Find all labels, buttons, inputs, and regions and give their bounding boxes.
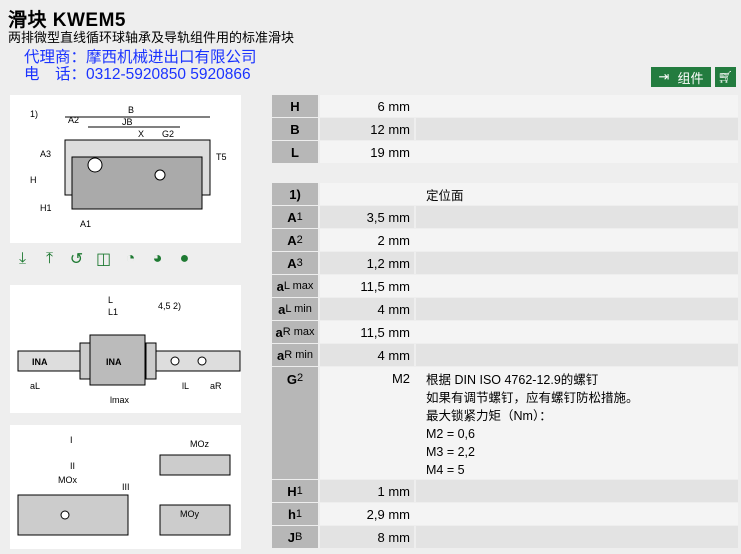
svg-text:INA: INA [106,357,122,367]
property-icons: ⤓ ⤒ ↺ ◫ ◔ ◕ ● [12,247,195,271]
dim-aR: aR [210,381,222,391]
svg-text:MOz: MOz [190,439,209,449]
agent-line: 代理商：摩西机械进出口有限公司 [24,49,257,66]
cart-icon: 🛒︎ [717,70,734,84]
dim-H: H [30,175,37,185]
load-direction-drawing: I II III MOx MOz MOy [10,425,241,549]
dim-A3: A3 [40,149,51,159]
dim-JB: JB [122,117,133,127]
svg-text:MOy: MOy [180,509,199,519]
svg-text:II: II [70,461,75,471]
dim-B: B [128,105,134,115]
dim-L1: L1 [108,307,118,317]
dimension-drawing-side: INA INA L L1 4,5 2) aL lmax lL aR [10,285,241,413]
table-row: 1)定位面 [272,183,738,206]
load-up-icon: ⤒ [45,250,54,267]
svg-text:I: I [70,435,73,445]
dim-X: X [138,129,144,139]
ina-logo: INA [32,357,48,367]
page-title: 滑块 KWEM5 [8,10,127,31]
dim-A1: A1 [80,219,91,229]
dim-G2: G2 [162,129,174,139]
moment-icon: ↺ [69,251,84,268]
parts-button[interactable]: ⇥组件 [651,67,711,87]
dim-lmax: lmax [110,395,130,405]
agent-info: 代理商：摩西机械进出口有限公司 电 话：0312-5920850 5920866 [24,49,257,83]
dim-H1: H1 [40,203,52,213]
note-1: 1) [30,109,38,119]
dim-T5: T5 [216,152,227,162]
phone-line: 电 话：0312-5920850 5920866 [24,66,251,83]
dim-lL: lL [182,381,189,391]
lubrication-icon: ◔ [125,250,136,267]
svg-text:MOx: MOx [58,475,77,485]
load-down-icon: ⤓ [18,250,27,267]
dim-A2: A2 [68,115,79,125]
page-subtitle: 两排微型直线循环球轴承及导轨组件用的标准滑块 [8,30,295,45]
dim-aL: aL [30,381,40,391]
dimension-drawing-front: B JB X G2 1) A2 A3 H H1 A1 T5 [10,95,241,243]
login-arrow-icon: ⇥ [658,69,670,84]
dim-L: L [108,295,113,305]
dim-4-5: 4,5 2) [158,301,181,311]
add-to-cart-button[interactable]: 🛒︎ [715,67,736,87]
rigidity-icon: ◫ [95,251,112,268]
svg-text:III: III [122,482,130,492]
grease-icon: ◕ [152,250,163,267]
oil-icon: ● [179,250,190,267]
